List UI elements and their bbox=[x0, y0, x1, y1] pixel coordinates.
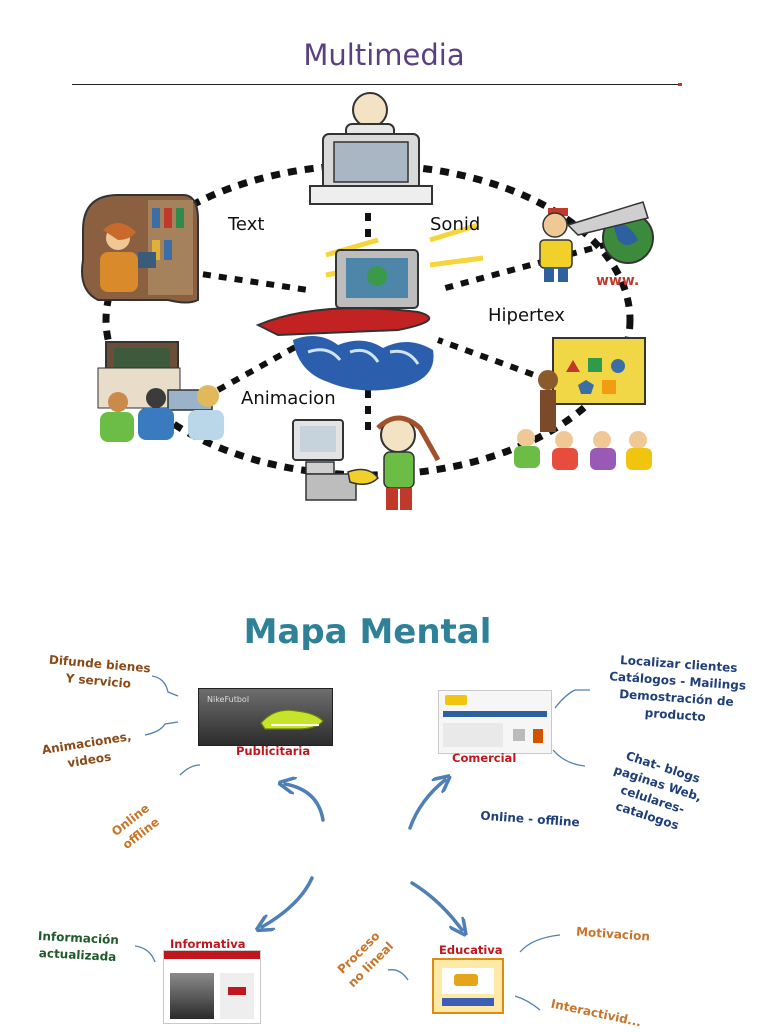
kids-shapes-board-illustration bbox=[514, 337, 652, 470]
connector-interactividad bbox=[514, 995, 541, 1011]
comercial-thumbnail bbox=[438, 690, 552, 754]
spoke-bottom-right bbox=[436, 337, 550, 383]
label-animacion: Animacion bbox=[241, 388, 336, 409]
comercial-thumb-badge bbox=[533, 729, 543, 743]
comercial-thumb-header bbox=[445, 695, 467, 705]
library-reader-illustration bbox=[81, 194, 199, 304]
label-text: Text bbox=[227, 214, 264, 235]
title-divider bbox=[72, 84, 680, 85]
shoe-icon bbox=[260, 709, 324, 730]
connector-proceso bbox=[387, 969, 409, 981]
publicitaria-thumbnail: NikeFutbol bbox=[198, 688, 333, 746]
branch-comercial: Comercial bbox=[452, 751, 517, 765]
www-label: www. bbox=[596, 273, 639, 289]
note-comercial-details: Localizar clientes Catálogos - Mailings … bbox=[590, 650, 764, 730]
informativa-thumb-sidebar bbox=[220, 973, 254, 1019]
connector-difunde bbox=[151, 675, 179, 697]
spoke-bottom-left bbox=[216, 337, 310, 393]
arrow-comercial bbox=[408, 780, 445, 830]
multimedia-diagram: www. bbox=[81, 92, 654, 510]
label-hipertex: Hipertex bbox=[488, 305, 565, 326]
educativa-thumb-graphic bbox=[454, 974, 478, 986]
mapa-mental-title: Mapa Mental bbox=[243, 612, 492, 652]
comercial-thumb-searchbar bbox=[443, 711, 547, 717]
connector-chat bbox=[552, 749, 586, 767]
branch-educativa: Educativa bbox=[439, 943, 503, 957]
connector-info bbox=[134, 945, 156, 963]
computer-wave-center-illustration bbox=[255, 222, 484, 391]
connector-motivacion bbox=[519, 934, 561, 953]
connector-localizar bbox=[554, 689, 590, 709]
educativa-thumbnail bbox=[432, 958, 504, 1014]
informativa-thumb-photo bbox=[170, 973, 214, 1019]
educativa-thumb-bar bbox=[442, 998, 494, 1006]
comercial-thumb-product bbox=[513, 729, 525, 741]
comercial-thumb-content bbox=[443, 723, 503, 747]
informativa-thumb-header bbox=[164, 951, 260, 959]
note-informacion: Información actualizada bbox=[35, 928, 121, 966]
connector-online bbox=[179, 764, 201, 776]
kid-globe-illustration: www. bbox=[539, 201, 654, 289]
arrow-informativa bbox=[262, 876, 314, 927]
arrow-educativa bbox=[410, 881, 462, 930]
person-computer-top-illustration bbox=[309, 92, 433, 205]
mindmap-connectors bbox=[134, 675, 590, 1011]
girl-computer-illustration bbox=[292, 415, 441, 510]
connector-animaciones bbox=[144, 721, 179, 736]
title-divider-mark bbox=[678, 83, 682, 86]
nike-thumb-label: NikeFutbol bbox=[207, 695, 250, 704]
dotted-ring bbox=[102, 161, 634, 479]
label-sonid: Sonid bbox=[430, 214, 480, 235]
multimedia-title: Multimedia bbox=[303, 38, 465, 72]
informativa-thumbnail bbox=[163, 950, 261, 1024]
informativa-thumb-badge bbox=[228, 987, 246, 995]
branch-informativa: Informativa bbox=[170, 937, 246, 951]
classroom-illustration bbox=[97, 341, 224, 442]
branch-publicitaria: Publicitaria bbox=[236, 744, 311, 758]
arrow-publicitaria bbox=[285, 784, 325, 822]
